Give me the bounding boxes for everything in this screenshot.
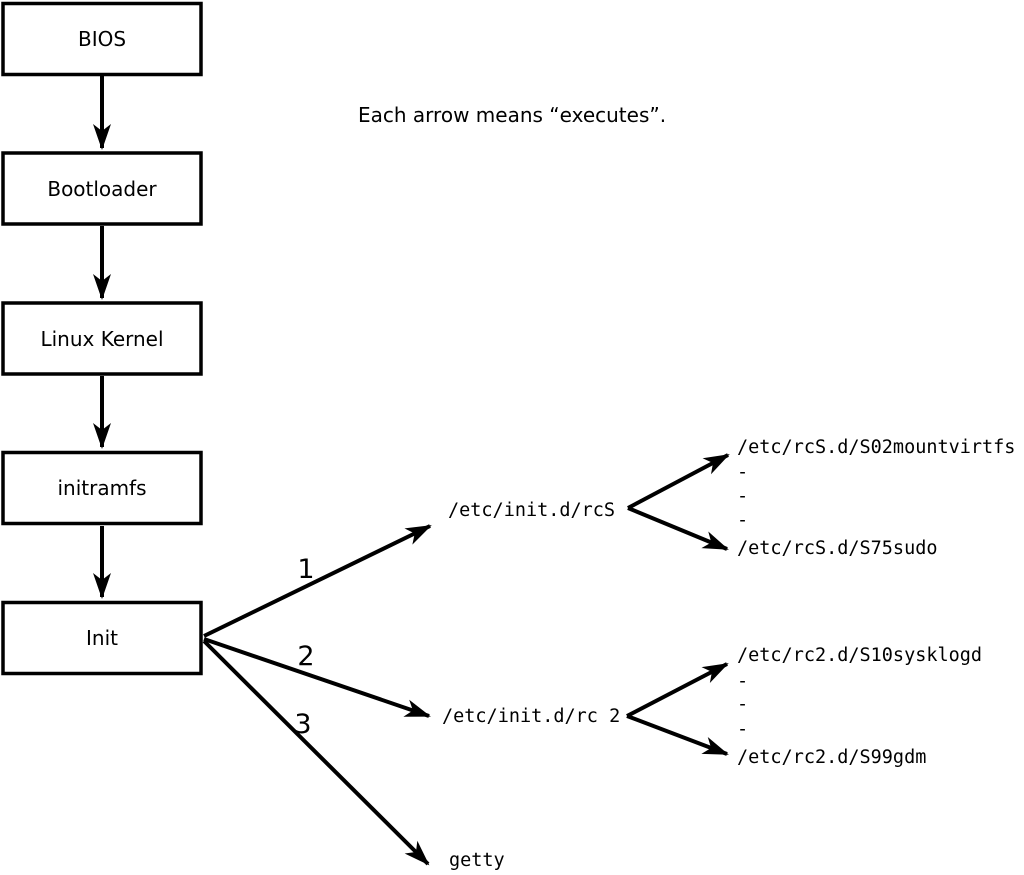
script-s99gdm: /etc/rc2.d/S99gdm — [737, 747, 926, 768]
executes-arrow-init-rc2 — [203, 637, 431, 718]
node-linux-kernel: Linux Kernel — [1, 301, 203, 376]
script-ellipsis-dash: - — [737, 486, 748, 507]
rcs-script-list: /etc/rcS.d/S02mountvirtfs - - - /etc/rcS… — [737, 437, 1015, 559]
script-s75sudo: /etc/rcS.d/S75sudo — [737, 538, 937, 559]
node-bootloader: Bootloader — [1, 151, 203, 226]
executes-arrow-init-rcs — [203, 524, 432, 638]
command-getty: getty — [449, 850, 505, 871]
command-rcs: /etc/init.d/rcS — [448, 500, 615, 521]
note-arrow-meaning: Each arrow means “executes”. — [358, 103, 666, 127]
bios-label: BIOS — [78, 27, 126, 51]
order-label-2: 2 — [297, 641, 314, 672]
init-label: Init — [86, 626, 118, 650]
bootloader-label: Bootloader — [47, 177, 157, 201]
bootloader-box — [1, 151, 203, 226]
executes-arrow-rcs-s75sudo — [627, 506, 729, 551]
script-ellipsis-dash: - — [737, 719, 748, 740]
order-label-1: 1 — [297, 554, 314, 585]
executes-arrow-rcs-s02mountvirtfs — [627, 453, 730, 510]
script-s10sysklogd: /etc/rc2.d/S10sysklogd — [737, 645, 982, 666]
initramfs-label: initramfs — [57, 476, 146, 500]
order-label-3: 3 — [294, 709, 311, 740]
bios-box — [1, 1, 203, 77]
script-ellipsis-dash: - — [737, 671, 748, 692]
node-init: Init — [1, 600, 203, 676]
initramfs-box — [1, 450, 203, 526]
script-s02mountvirtfs: /etc/rcS.d/S02mountvirtfs — [737, 437, 1015, 458]
executes-arrow-init-getty — [202, 639, 430, 866]
executes-arrow-rc2-s99gdm — [626, 714, 729, 756]
rc2-script-list: /etc/rc2.d/S10sysklogd - - - /etc/rc2.d/… — [737, 645, 982, 768]
script-ellipsis-dash: - — [737, 462, 748, 483]
script-ellipsis-dash: - — [737, 694, 748, 715]
node-initramfs: initramfs — [1, 450, 203, 526]
linux-kernel-box — [1, 301, 203, 376]
executes-arrow-rc2-s10sysklogd — [626, 662, 729, 718]
init-box — [1, 600, 203, 676]
script-ellipsis-dash: - — [737, 510, 748, 531]
node-bios: BIOS — [1, 1, 203, 77]
command-rc2: /etc/init.d/rc 2 — [442, 706, 620, 727]
linux-kernel-label: Linux Kernel — [40, 327, 163, 351]
